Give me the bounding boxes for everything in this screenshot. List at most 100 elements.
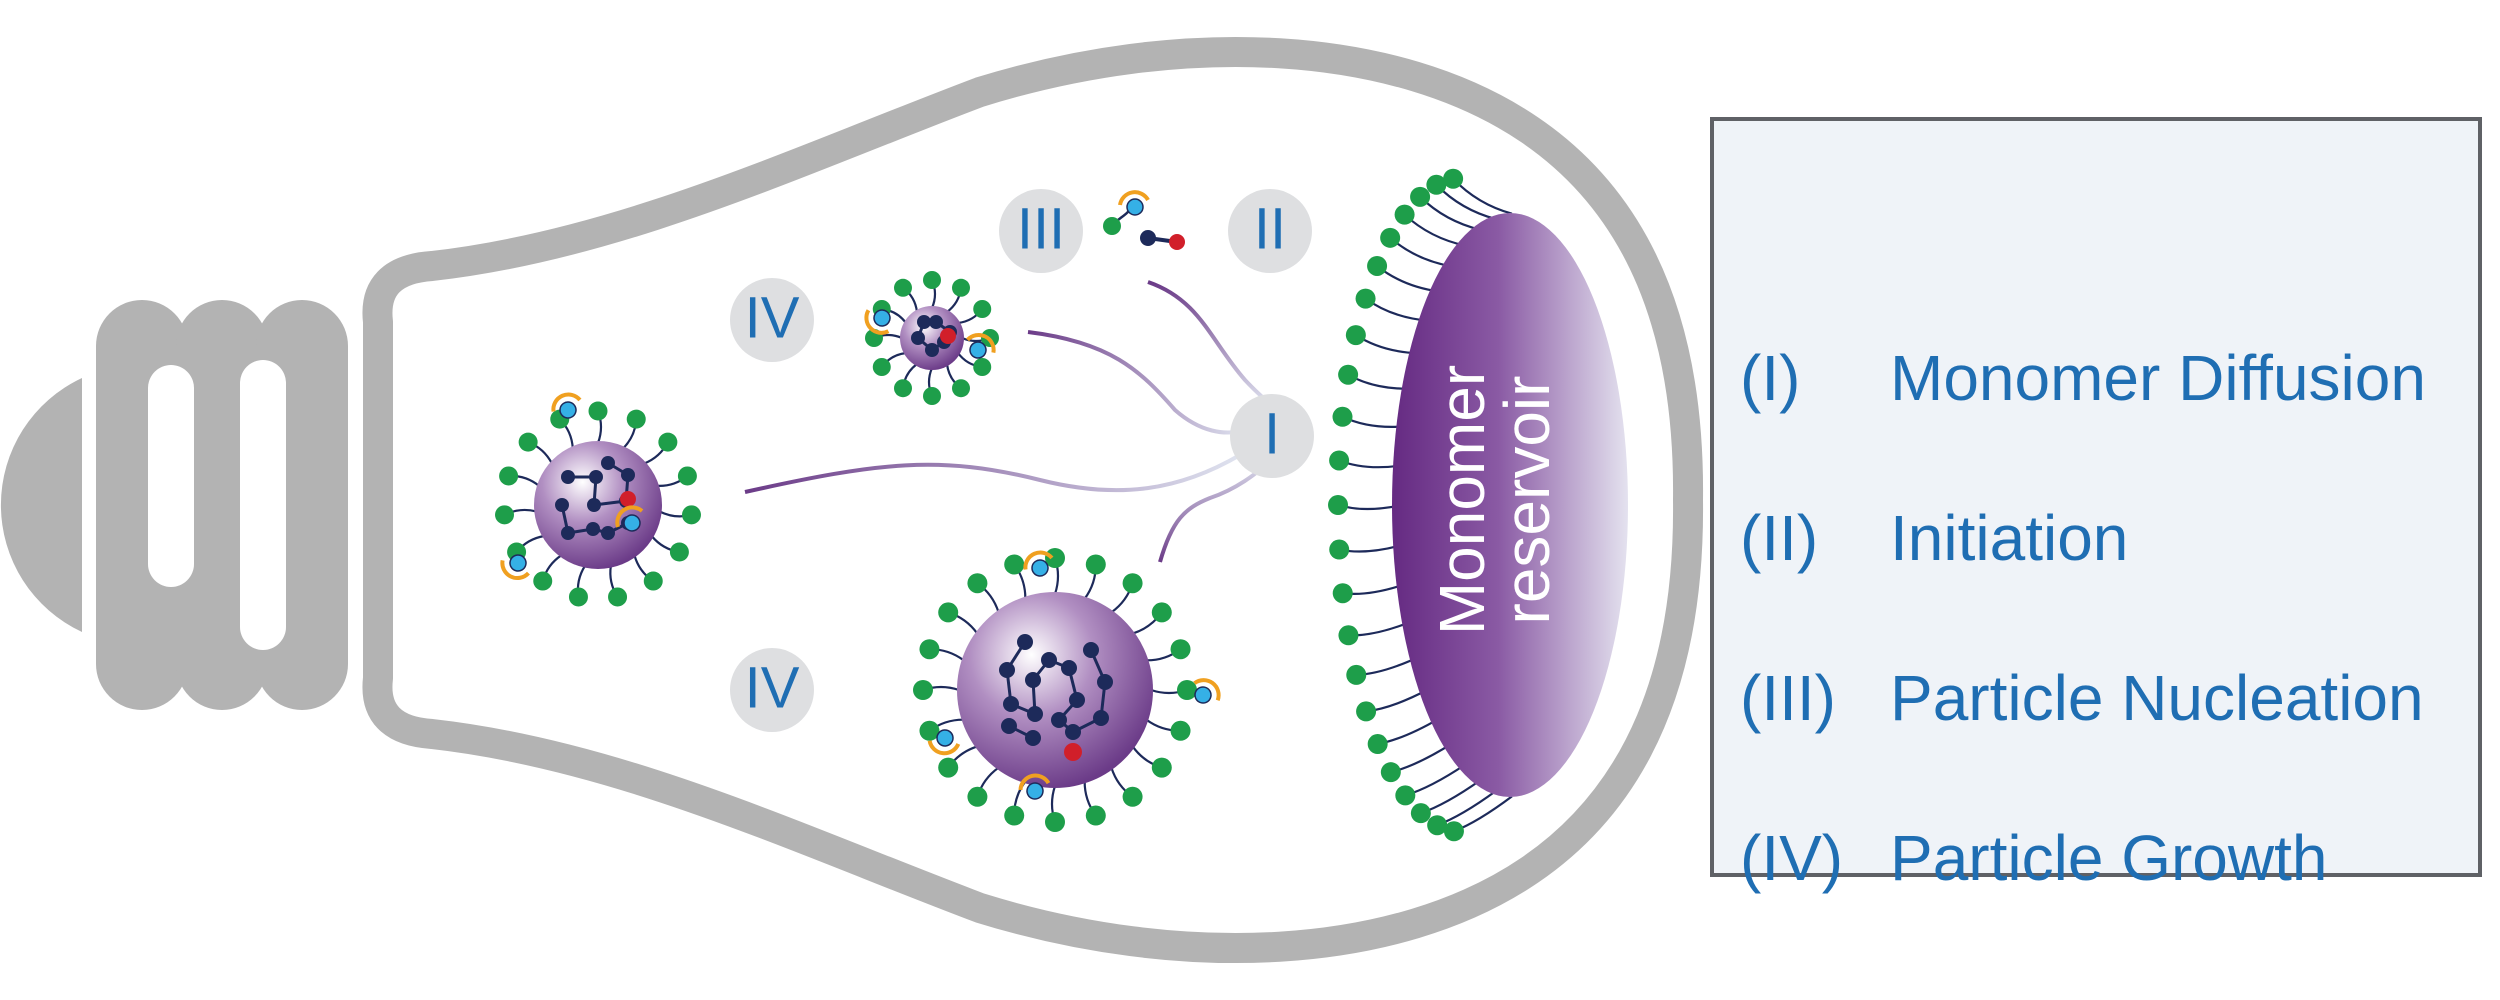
surfactant-head [1151, 602, 1172, 623]
legend-label: Particle Nucleation [1890, 662, 2424, 734]
surfactant-head [626, 409, 646, 429]
stage-badge-iv-bottom: IV [730, 648, 814, 732]
surfactant-head [608, 587, 628, 607]
surfactant-head [973, 300, 992, 318]
surfactant-head [913, 680, 933, 700]
radical-arc [864, 309, 890, 335]
monomer-unit [586, 522, 600, 536]
surfactant-head [1085, 554, 1106, 575]
radical-dot-icon [1026, 782, 1044, 800]
radical-dot-icon [1126, 198, 1144, 216]
surfactant-tail [1389, 236, 1453, 268]
legend-label: Initiation [1890, 502, 2129, 574]
bulb-screw-hole [240, 360, 286, 650]
monomer-reservoir: Monomer reservoir [1328, 168, 1628, 842]
surfactant-tail [1390, 742, 1453, 774]
bulb-screw-hole [148, 365, 194, 587]
monomer-unit [1001, 718, 1017, 734]
surfactant-head [681, 505, 701, 525]
monomer-unit [1093, 710, 1109, 726]
monomer-unit [1097, 674, 1113, 690]
stage-label-iii: III [1017, 196, 1065, 261]
surfactant-head [938, 757, 959, 778]
initiator-fragment-red [620, 491, 636, 507]
surfactant-head [1085, 805, 1106, 826]
surfactant-head [1443, 168, 1464, 189]
monomer-unit [1041, 652, 1057, 668]
monomer-unit [1065, 724, 1081, 740]
monomer-unit [601, 526, 615, 540]
surfactant-head [1004, 554, 1025, 575]
monomer-unit [999, 662, 1015, 678]
surfactant-head [1045, 812, 1065, 832]
surfactant-head [1426, 174, 1447, 195]
light-bulb [0, 37, 1704, 963]
surfactant-head [952, 278, 970, 297]
surfactant-head [1329, 450, 1350, 471]
surface-radical [927, 729, 961, 756]
surfactant-head [1151, 757, 1172, 778]
radical-arc [1023, 550, 1054, 570]
stage-label-iv-bottom: IV [745, 655, 800, 720]
monomer-unit [1025, 672, 1041, 688]
surfactant-head [1356, 701, 1377, 722]
radical-dot-icon [509, 554, 527, 572]
surfactant-head [923, 387, 941, 405]
surfactant-head [643, 571, 663, 591]
diffusion-path-small-particle [1027, 330, 1246, 435]
surfactant-tail [1364, 297, 1429, 322]
surfactant-head [1410, 186, 1431, 207]
radical-arc [966, 332, 996, 354]
polymer-particle-core [957, 592, 1153, 788]
surfactant-head [495, 505, 515, 525]
stage-label-iv-top: IV [745, 285, 800, 350]
legend-code: (III) [1740, 662, 1836, 734]
surfactant-head [1338, 625, 1359, 646]
radical-arc [500, 559, 530, 581]
surface-radical [966, 332, 996, 359]
monomer-unit [561, 526, 575, 540]
particle-left [495, 392, 701, 607]
surfactant-tail [1377, 717, 1441, 746]
monomer-reservoir-droplet [1392, 213, 1628, 797]
surfactant-head [1103, 217, 1121, 235]
surfactant-head [1332, 583, 1353, 604]
radical-dot-icon [623, 514, 641, 532]
legend-code: (I) [1740, 342, 1801, 414]
stage-badge-iv-top: IV [730, 278, 814, 362]
monomer-unit [911, 331, 925, 345]
particle-large [913, 548, 1221, 832]
legend-item-monomer-diffusion: (I) Monomer Diffusion [1740, 333, 2426, 423]
initiator-molecule [1140, 230, 1185, 250]
stage-badge-i: I [1230, 394, 1314, 478]
surfactant-head [1367, 255, 1388, 276]
legend-code: (II) [1740, 502, 1819, 574]
surfactant-head [894, 278, 912, 297]
radical-dot-icon [936, 729, 954, 747]
surfactant-head [1380, 762, 1401, 783]
surfactant-head [1328, 495, 1349, 515]
surface-radical [1018, 773, 1051, 800]
monomer-unit [561, 470, 575, 484]
surfactant-head [967, 573, 988, 594]
surfactant-tail [1376, 265, 1440, 293]
radical-arc [1018, 773, 1051, 791]
legend-item-initiation: (II) Initiation [1740, 493, 2128, 583]
surfactant-head [894, 379, 912, 398]
legend-label: Monomer Diffusion [1890, 342, 2426, 414]
surfactant-head [677, 466, 697, 486]
polymer-particle-core [900, 306, 964, 370]
polymer-chain [916, 321, 945, 352]
diffusion-path-initiator [1147, 280, 1274, 408]
surfactant-head [919, 639, 940, 660]
reservoir-label-line1: Monomer [1426, 365, 1498, 635]
surfactant-head [1338, 364, 1359, 385]
radical-dot-icon [559, 401, 577, 419]
legend-panel: (I) Monomer Diffusion (II) Initiation (I… [1710, 117, 2482, 894]
radical-dot-icon [969, 341, 987, 359]
stage-label-ii: II [1254, 196, 1286, 261]
surfactant-head [919, 720, 940, 741]
monomer-unit [1017, 634, 1033, 650]
radical-arc [927, 740, 961, 756]
